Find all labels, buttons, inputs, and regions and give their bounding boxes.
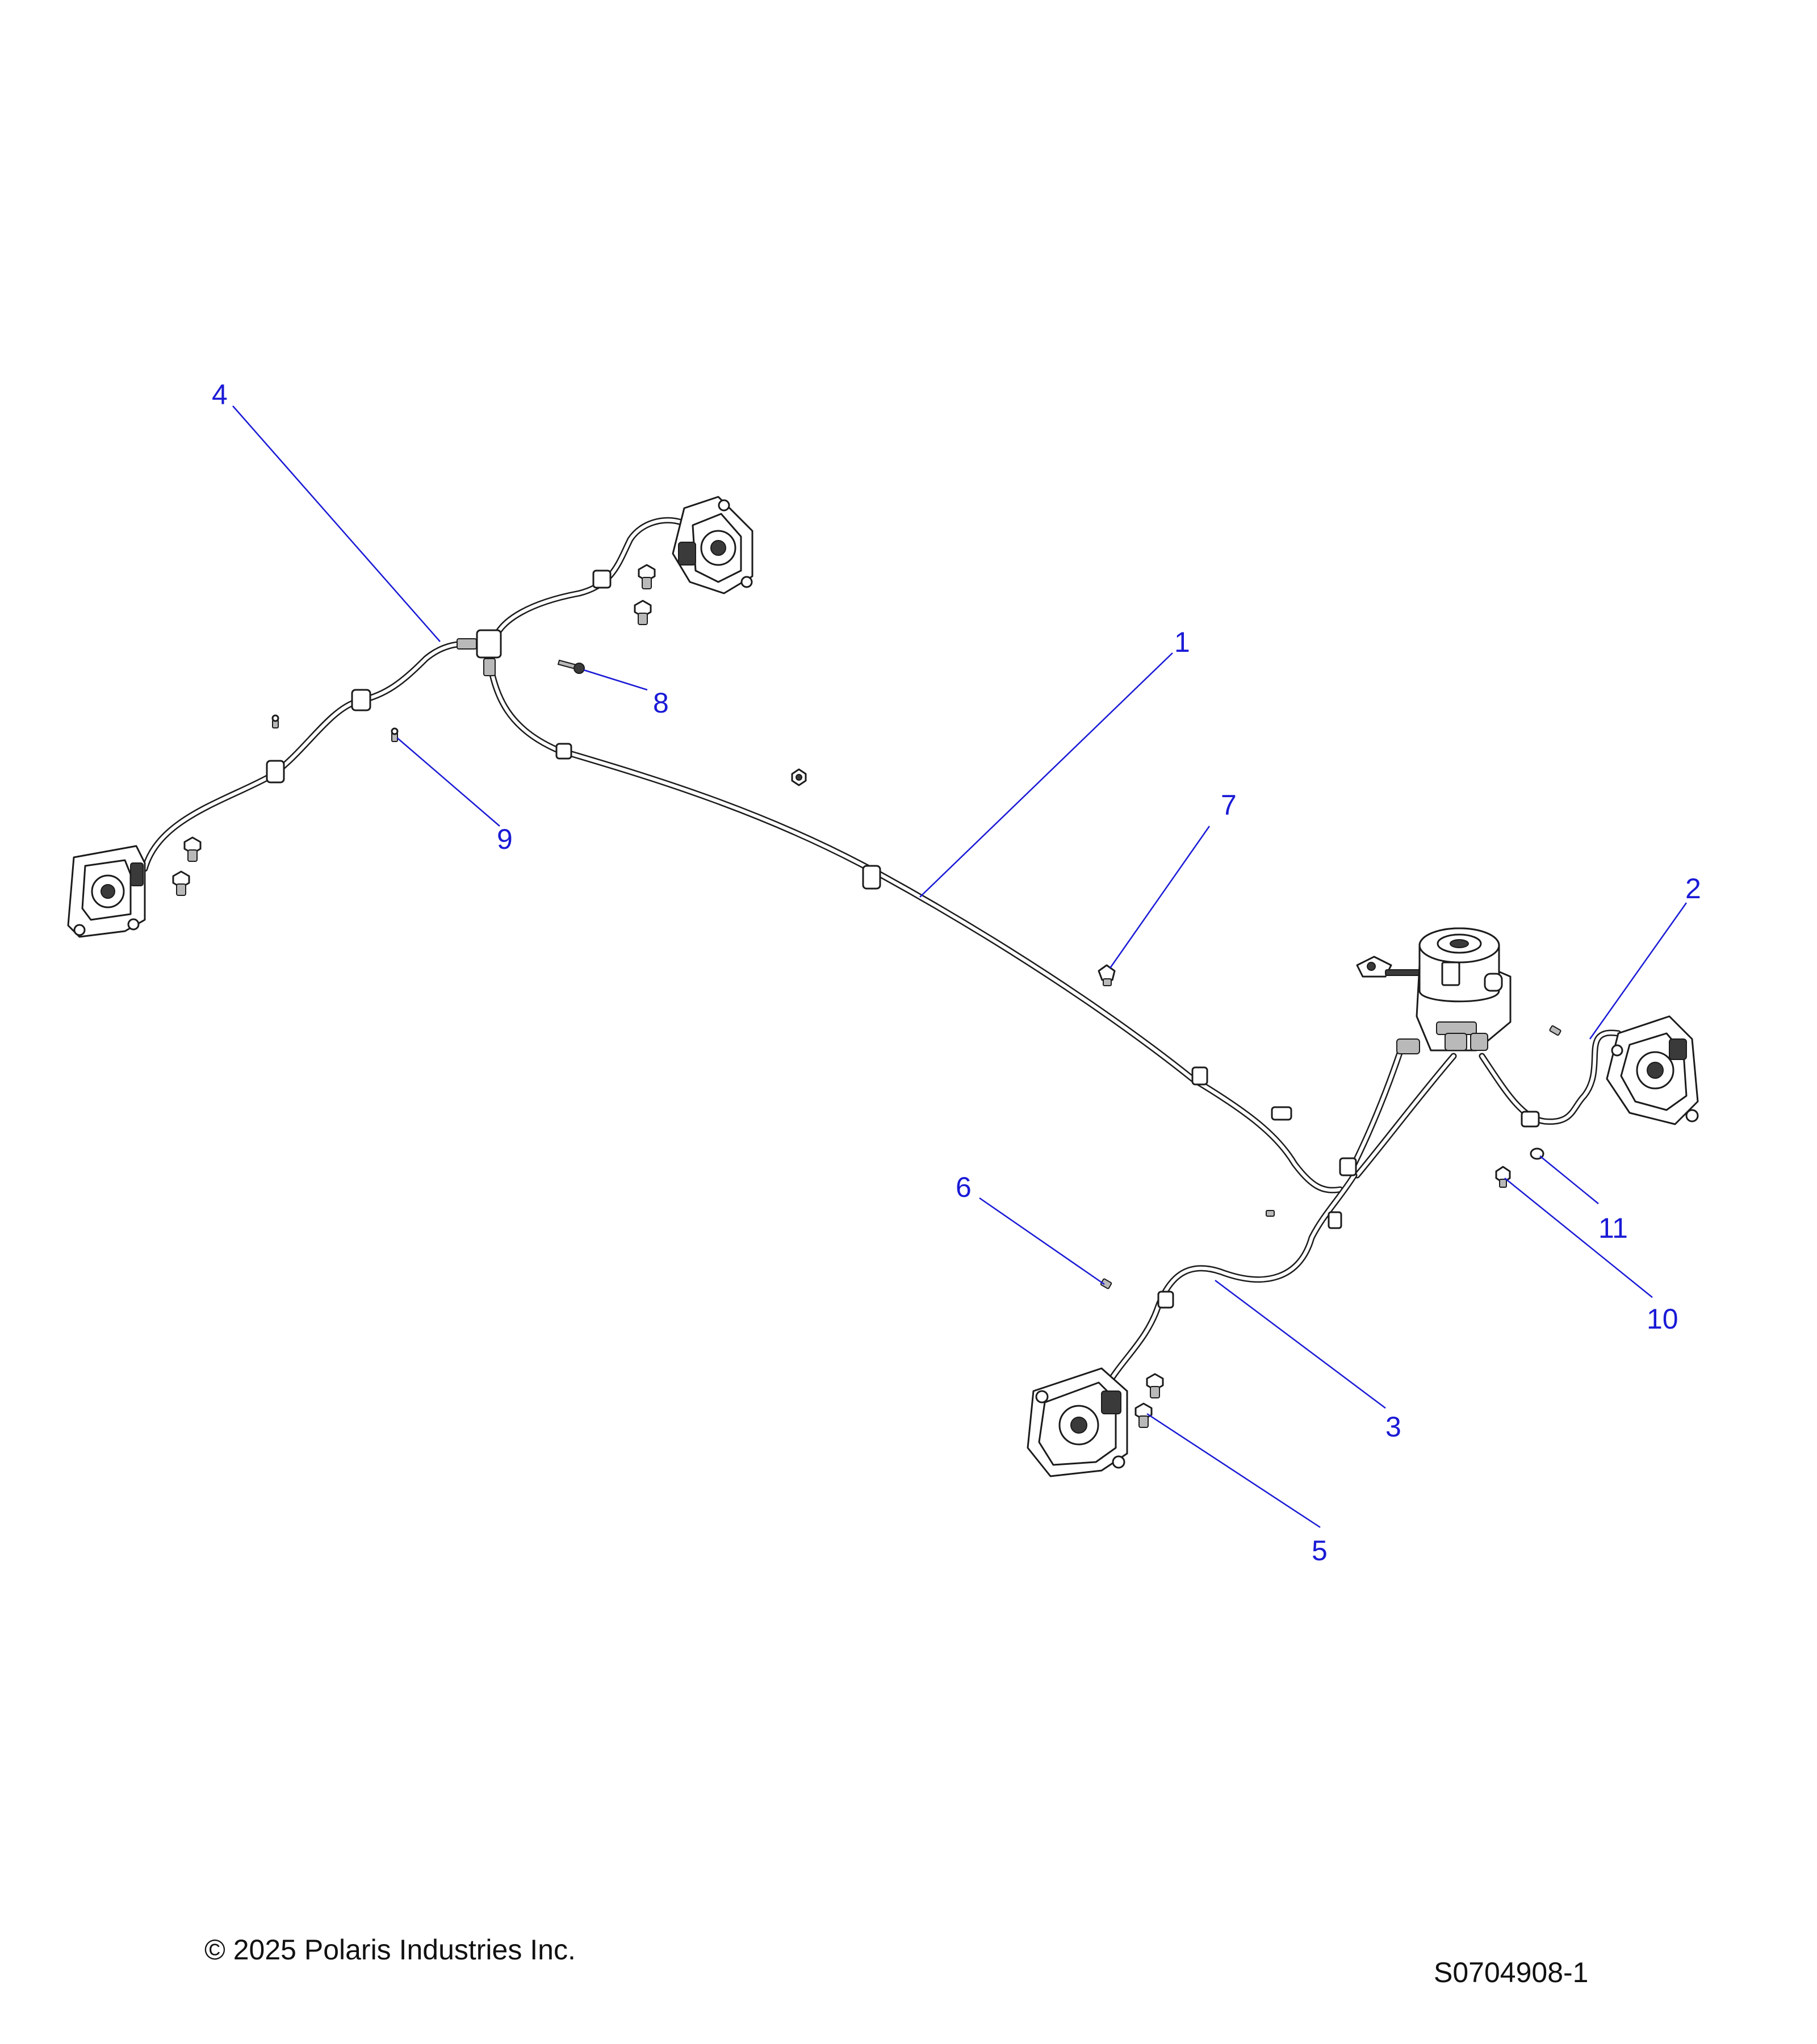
- leader-1: [919, 652, 1173, 898]
- clip: [1521, 1111, 1540, 1128]
- bleeder: [1549, 1025, 1561, 1036]
- caliper-rear-left: [1027, 1367, 1128, 1477]
- clip: [1271, 1106, 1292, 1121]
- bolt: [634, 600, 652, 625]
- leader-10: [1504, 1178, 1653, 1298]
- brake-hose-front-left: [141, 640, 492, 872]
- caliper-front-left: [67, 845, 146, 938]
- line-clips: [266, 569, 1540, 1309]
- bolt-item-5: [1134, 1402, 1153, 1428]
- clip: [1328, 1211, 1342, 1229]
- bolt: [183, 836, 202, 862]
- copyright-notice: © 2025 Polaris Industries Inc.: [204, 1934, 576, 1966]
- junction-fitting: [457, 638, 477, 650]
- clip: [351, 689, 371, 711]
- bleeder-item-6: [1100, 1278, 1112, 1289]
- bolt: [638, 564, 656, 589]
- callout-9: 9: [497, 823, 513, 855]
- leader-3: [1215, 1280, 1386, 1409]
- nut: [791, 768, 807, 786]
- callout-2: 2: [1685, 873, 1701, 904]
- hardware: [172, 564, 1561, 1428]
- drawing-number: S0704908-1: [1434, 1957, 1589, 1988]
- clip: [555, 743, 572, 760]
- leader-11: [1539, 1155, 1599, 1204]
- callout-4: 4: [212, 379, 228, 411]
- bolt-item-8: [557, 659, 585, 674]
- bleeder: [1266, 1210, 1275, 1217]
- callouts: 1 2 3 4 5 6 7 8 9 10 11: [212, 379, 1701, 1566]
- callout-3: 3: [1385, 1411, 1401, 1443]
- fastener-item-7: [1098, 964, 1116, 986]
- caliper-front-right: [672, 496, 753, 594]
- junction-fitting: [483, 658, 496, 676]
- clip: [862, 865, 881, 890]
- bleeder: [271, 714, 279, 728]
- clip: [1157, 1291, 1174, 1309]
- brake-lines: [141, 517, 1622, 1389]
- leader-8: [583, 669, 648, 691]
- clip: [1191, 1066, 1208, 1086]
- bleeder-item-9: [391, 727, 399, 742]
- leader-9: [397, 738, 500, 827]
- banjo-bolt-item-10: [1495, 1166, 1511, 1188]
- callout-6: 6: [956, 1171, 972, 1203]
- leader-4: [232, 405, 441, 642]
- brake-hose-rear-right: [1479, 1029, 1622, 1125]
- callout-8: 8: [653, 687, 669, 719]
- leader-5: [1146, 1413, 1321, 1528]
- leader-lines: [232, 405, 1688, 1528]
- callout-10: 10: [1647, 1303, 1678, 1335]
- brake-hose-front-right: [491, 517, 685, 645]
- leader-7: [1109, 826, 1211, 969]
- callout-5: 5: [1312, 1535, 1328, 1566]
- callout-11: 11: [1598, 1212, 1628, 1244]
- brake-lines-master-twin: [1348, 1041, 1457, 1179]
- clip: [592, 569, 612, 589]
- clip: [1339, 1157, 1357, 1176]
- junction-block: [476, 629, 502, 659]
- callout-7: 7: [1221, 789, 1237, 821]
- master-cylinder: [1356, 927, 1512, 1054]
- clip: [266, 760, 285, 784]
- leader-2: [1589, 902, 1688, 1040]
- brake-line-main: [485, 650, 1343, 1193]
- bolt: [172, 870, 190, 896]
- brake-hose-rear-left: [1104, 1172, 1358, 1389]
- bolt: [1146, 1373, 1164, 1398]
- leader-6: [979, 1197, 1105, 1285]
- callout-1: 1: [1174, 626, 1190, 658]
- caliper-rear-right: [1606, 1015, 1699, 1125]
